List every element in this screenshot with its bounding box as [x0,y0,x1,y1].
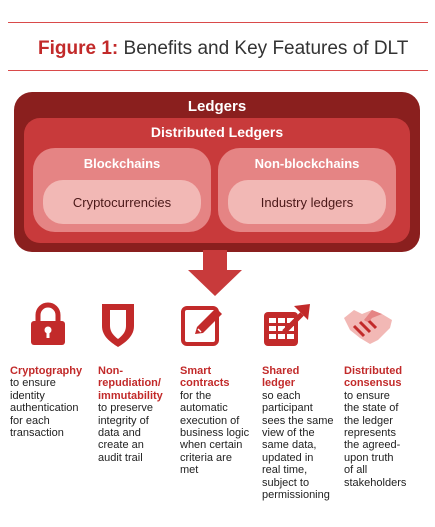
feature-line: for the [180,389,212,402]
feature-heading: immutability [98,389,163,402]
feature-heading: Smart [180,365,212,377]
feature-shared-ledger: Shared ledger so each participant sees t… [262,365,334,501]
industry-ledgers-pill: Industry ledgers [228,180,386,224]
feature-smart-contracts: Smart contracts for the automatic execut… [180,365,252,477]
feature-line: represents [344,427,396,440]
feature-line: data and [98,427,141,440]
feature-line: to ensure [10,377,56,390]
feature-cryptography: Cryptography to ensure identity authenti… [10,365,82,439]
feature-line: identity [10,389,45,402]
feature-line: execution of [180,414,240,427]
feature-line: to ensure [344,389,390,402]
feature-line: to preserve [98,402,154,415]
feature-heading: Non- [98,365,124,377]
feature-line: automatic [180,402,228,415]
feature-line: authentication [10,402,79,415]
feature-line: permissioning [262,489,330,502]
shield-icon [102,304,134,347]
feature-line: upon truth [344,451,394,464]
feature-line: sees the same [262,414,334,427]
figure-title: Figure 1: Benefits and Key Features of D… [38,38,408,60]
feature-line: updated in [262,451,314,464]
feature-heading: Distributed [344,365,403,377]
feature-line: the agreed- [344,439,401,452]
feature-line: view of the [262,427,315,440]
distributed-ledgers-label: Distributed Ledgers [150,124,284,140]
shared-ledger-icon [264,304,310,346]
feature-heading: contracts [180,377,230,390]
edit-contract-icon [181,306,222,346]
feature-line: when certain [180,439,243,452]
feature-line: same data, [262,439,317,452]
feature-distributed-consensus: Distributed consensus to ensure the stat… [344,365,416,489]
feature-line: so each [262,389,301,402]
feature-line: real time, [262,464,308,477]
non-blockchains-box: Non-blockchains Industry ledgers [218,148,396,232]
feature-line: subject to [262,476,310,489]
handshake-icon [344,310,392,344]
feature-line: for each [10,414,50,427]
feature-line: the state of [344,402,399,415]
blockchains-label: Blockchains [83,156,161,171]
feature-non-repudiation: Non- repudiation/ immutability to preser… [98,365,170,464]
figure-title-lead: Figure 1: [38,38,119,59]
feature-line: the ledger [344,414,393,427]
feature-line: criteria are [180,451,232,464]
feature-line: create an [98,439,144,452]
feature-heading: Cryptography [10,365,83,377]
feature-line: audit trail [98,451,143,464]
feature-line: business logic [180,427,250,440]
feature-line: met [180,464,199,477]
blockchains-box: Blockchains Cryptocurrencies [33,148,211,232]
feature-line: transaction [10,427,64,440]
feature-heading: repudiation/ [98,377,161,390]
feature-line: integrity of [98,414,149,427]
bottom-rule [8,70,428,71]
feature-heading: consensus [344,377,402,390]
ledgers-label: Ledgers [187,98,247,115]
figure-title-text: Benefits and Key Features of DLT [123,38,409,59]
cryptocurrencies-pill: Cryptocurrencies [43,180,201,224]
lock-icon [31,302,65,345]
top-rule [8,22,428,23]
feature-heading: Shared ledger [262,365,300,390]
feature-line: stakeholders [344,476,407,489]
feature-line: participant [262,402,313,415]
non-blockchains-label: Non-blockchains [254,156,360,171]
feature-line: of all [344,464,368,477]
down-arrow-icon [188,250,242,296]
